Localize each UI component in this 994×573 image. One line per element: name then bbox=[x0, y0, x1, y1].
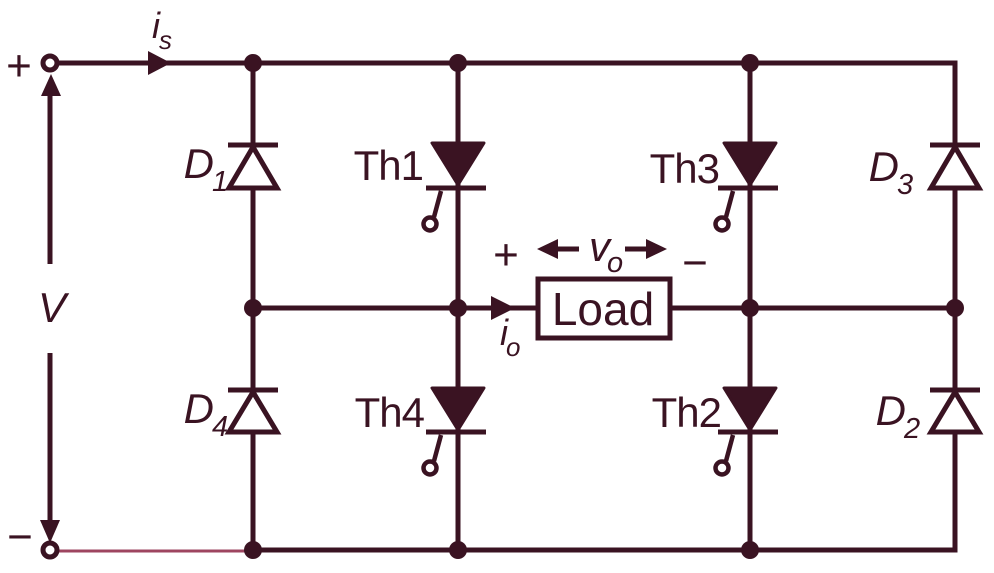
output-voltage-annotation: + v o − bbox=[493, 223, 708, 288]
junction-dot bbox=[244, 541, 262, 559]
thyristor-triangle-icon bbox=[722, 386, 778, 432]
thyristor-th4 bbox=[421, 386, 486, 477]
diode-d1 bbox=[224, 142, 282, 191]
junction-dot bbox=[741, 54, 759, 72]
diode-triangle-icon bbox=[224, 142, 282, 191]
d2-label: D bbox=[876, 387, 906, 434]
vo-arrow-left-icon bbox=[537, 239, 558, 259]
diode-triangle-icon bbox=[926, 387, 984, 435]
junction-dot bbox=[741, 299, 759, 317]
diode-d3 bbox=[926, 142, 984, 191]
vo-minus-sign: − bbox=[682, 239, 708, 288]
d4-label: D bbox=[184, 385, 214, 432]
th3-label: Th3 bbox=[650, 145, 719, 192]
junction-dot bbox=[449, 299, 467, 317]
junction-dot bbox=[449, 541, 467, 559]
gate-lead bbox=[723, 434, 736, 462]
junction-dot bbox=[244, 54, 262, 72]
io-subscript: o bbox=[506, 332, 520, 362]
junction-dot bbox=[946, 299, 964, 317]
load-label: Load bbox=[552, 283, 654, 335]
source-voltage-label: V bbox=[38, 284, 70, 331]
thyristor-triangle-icon bbox=[430, 141, 486, 187]
vo-plus-sign: + bbox=[493, 231, 519, 280]
d2-subscript: 2 bbox=[903, 413, 920, 445]
dc-source: + V − bbox=[6, 42, 70, 562]
d1-label: D bbox=[184, 140, 214, 187]
thyristor-th2 bbox=[713, 386, 778, 477]
is-subscript: s bbox=[159, 25, 172, 55]
diode-triangle-icon bbox=[926, 142, 984, 191]
is-label: i bbox=[152, 5, 161, 46]
thyristor-triangle-icon bbox=[430, 386, 486, 432]
current-arrow-io-icon bbox=[491, 296, 515, 320]
d3-label: D bbox=[869, 143, 899, 190]
vo-label: v bbox=[589, 223, 613, 270]
d3-subscript: 3 bbox=[897, 169, 913, 201]
terminal-negative bbox=[40, 540, 60, 560]
vo-subscript: o bbox=[607, 247, 623, 279]
terminal-positive bbox=[40, 53, 60, 73]
diode-d2 bbox=[926, 387, 984, 435]
d1-subscript: 1 bbox=[212, 166, 228, 198]
voltage-arrow-up-icon bbox=[41, 74, 61, 96]
diode-d4 bbox=[224, 387, 282, 435]
gate-terminal bbox=[421, 215, 439, 233]
diode-triangle-icon bbox=[224, 387, 282, 435]
junction-dot bbox=[449, 54, 467, 72]
vo-arrow-right-icon bbox=[646, 239, 667, 259]
output-current-annotation: i o bbox=[491, 296, 520, 362]
gate-lead bbox=[723, 190, 736, 218]
th2-label: Th2 bbox=[652, 389, 721, 436]
io-label: i bbox=[500, 312, 509, 353]
junction-dot bbox=[741, 541, 759, 559]
gate-lead bbox=[431, 190, 444, 218]
current-arrow-is-icon bbox=[148, 51, 171, 75]
source-plus-sign: + bbox=[6, 42, 32, 91]
gate-terminal bbox=[713, 215, 731, 233]
source-current-annotation: i s bbox=[148, 5, 172, 75]
thyristor-triangle-icon bbox=[722, 141, 778, 187]
component-labels: D 1 D 4 D 3 D 2 Th1 Th3 Th4 Th2 bbox=[184, 140, 920, 445]
d4-subscript: 4 bbox=[212, 411, 228, 443]
th4-label: Th4 bbox=[355, 389, 425, 436]
thyristor-th1 bbox=[421, 141, 486, 233]
voltage-arrow-down-icon bbox=[40, 520, 60, 543]
junction-dot bbox=[244, 299, 262, 317]
source-minus-sign: − bbox=[7, 513, 33, 562]
gate-terminal bbox=[421, 459, 439, 477]
junction-dots bbox=[244, 54, 964, 559]
load-block: Load bbox=[535, 276, 673, 341]
thyristor-th3 bbox=[713, 141, 778, 233]
th1-label: Th1 bbox=[354, 142, 423, 189]
gate-terminal bbox=[713, 459, 731, 477]
gate-lead bbox=[431, 434, 444, 462]
load-box bbox=[535, 276, 673, 341]
